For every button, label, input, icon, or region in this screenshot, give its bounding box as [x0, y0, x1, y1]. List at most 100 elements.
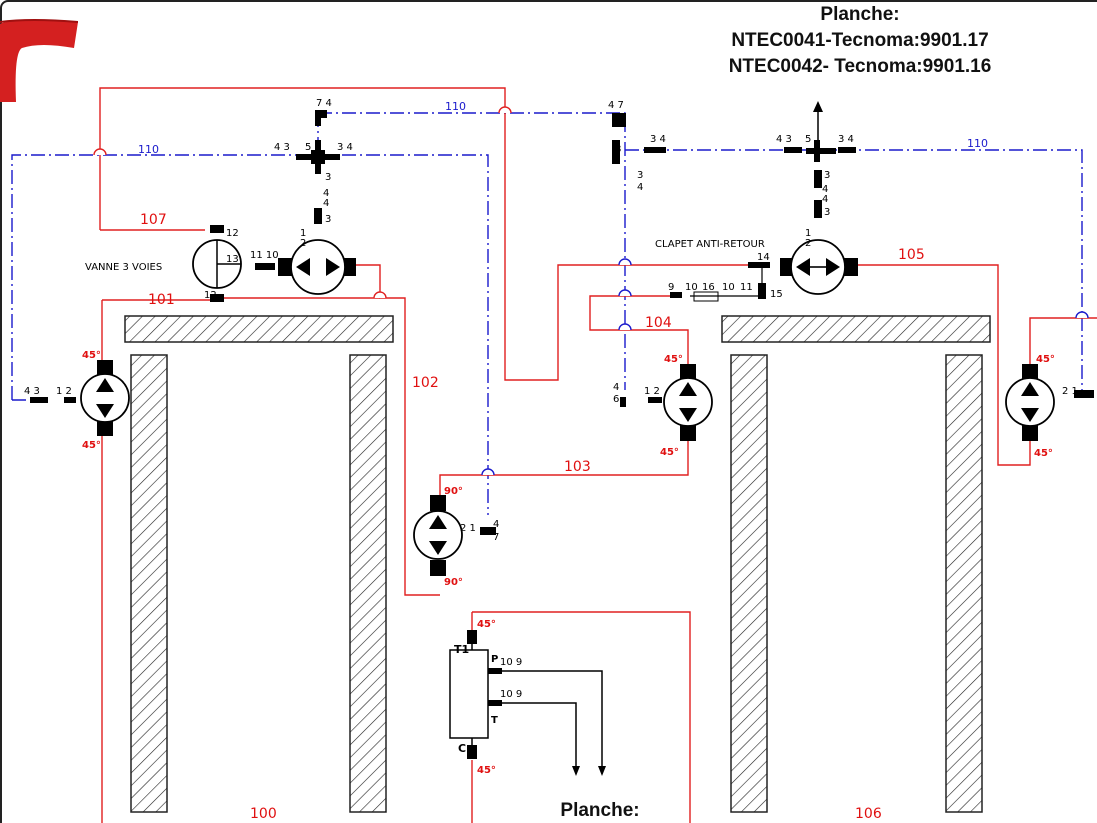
svg-text:2 1: 2 1 [460, 523, 476, 534]
filter-block: T1 C P T [449, 638, 606, 776]
vanne-label: VANNE 3 VOIES [85, 262, 162, 273]
frame-beam-left [124, 315, 394, 343]
pipe-110-right: 110 [967, 137, 988, 150]
motor-left [80, 373, 130, 423]
svg-text:1: 1 [300, 228, 306, 239]
svg-text:4: 4 [323, 198, 329, 209]
fittings [30, 110, 1094, 759]
pipe-104: 104 [645, 315, 672, 331]
outlet-arrow [813, 101, 823, 140]
pipe-110-left: 110 [138, 143, 159, 156]
motor-far-right [1005, 377, 1055, 427]
svg-text:5: 5 [805, 134, 811, 145]
svg-text:45°: 45° [477, 765, 496, 776]
frame-leg-left-1 [130, 354, 168, 813]
svg-text:45°: 45° [664, 354, 683, 365]
pipe-100: 100 [250, 806, 277, 822]
svg-text:2 1: 2 1 [1062, 386, 1078, 397]
title-line-2: NTEC0041-Tecnoma:9901.17 [731, 30, 989, 51]
pipe-105: 105 [898, 247, 925, 263]
svg-text:45°: 45° [82, 440, 101, 451]
svg-text:4 7: 4 7 [608, 100, 624, 111]
return-lines [99, 87, 1097, 823]
motor-mid-right [663, 377, 713, 427]
svg-text:7: 7 [493, 532, 499, 543]
svg-text:10: 10 [722, 282, 735, 293]
svg-text:4: 4 [613, 382, 619, 393]
svg-text:10 9: 10 9 [500, 657, 522, 668]
bottom-title: Planche: [560, 800, 640, 821]
svg-text:45°: 45° [477, 619, 496, 630]
svg-text:3 4: 3 4 [337, 142, 353, 153]
three-way-valve: 12 13 12 [192, 228, 242, 301]
pressure-lines [11, 112, 1083, 515]
svg-text:2: 2 [805, 238, 811, 249]
svg-text:12: 12 [226, 228, 239, 239]
svg-text:4 3: 4 3 [24, 386, 40, 397]
svg-text:45°: 45° [1036, 354, 1055, 365]
check-valve [690, 268, 763, 302]
title-line-3: NTEC0042- Tecnoma:9901.16 [728, 56, 992, 77]
svg-text:3 4: 3 4 [838, 134, 854, 145]
logo [0, 18, 79, 102]
svg-text:3: 3 [325, 214, 331, 225]
svg-text:90°: 90° [444, 577, 463, 588]
port-c-label: C [458, 742, 466, 755]
svg-text:4: 4 [323, 188, 329, 199]
svg-text:9: 9 [668, 282, 674, 293]
svg-text:4: 4 [493, 519, 499, 530]
svg-text:1: 1 [805, 228, 811, 239]
pipe-101: 101 [148, 292, 175, 308]
svg-text:3: 3 [325, 172, 331, 183]
svg-text:45°: 45° [1034, 448, 1053, 459]
svg-text:11: 11 [740, 282, 753, 293]
motor-center [413, 510, 463, 560]
frame-leg-left-2 [349, 354, 387, 813]
svg-text:4 3: 4 3 [274, 142, 290, 153]
svg-text:16: 16 [702, 282, 715, 293]
svg-text:4: 4 [822, 194, 828, 205]
pipe-106: 106 [855, 806, 882, 822]
svg-text:4: 4 [822, 184, 828, 195]
angle-labels: 45° 45° 90° 90° 45° 45° 45° 45° 45° 45° [82, 350, 1055, 776]
svg-text:7 4: 7 4 [316, 98, 332, 109]
svg-text:8: 8 [615, 144, 621, 155]
frame-beam-right [721, 315, 991, 343]
svg-text:2: 2 [300, 238, 306, 249]
svg-text:90°: 90° [444, 486, 463, 497]
pipe-110-mid: 110 [445, 100, 466, 113]
svg-text:3 4: 3 4 [650, 134, 666, 145]
svg-text:1 2: 1 2 [644, 386, 660, 397]
clapet-label: CLAPET ANTI-RETOUR [655, 239, 765, 250]
svg-text:3: 3 [824, 170, 830, 181]
svg-text:4 3: 4 3 [776, 134, 792, 145]
svg-text:10 9: 10 9 [500, 689, 522, 700]
title-line-1: Planche: [820, 4, 900, 25]
svg-text:14: 14 [757, 252, 770, 263]
svg-text:1 2: 1 2 [56, 386, 72, 397]
pipe-103: 103 [564, 459, 591, 475]
svg-text:3: 3 [637, 170, 643, 181]
svg-text:3: 3 [824, 207, 830, 218]
pipe-102: 102 [412, 375, 439, 391]
pump-top-left [290, 239, 346, 295]
frame-leg-right-1 [730, 354, 768, 813]
svg-text:13: 13 [226, 254, 239, 265]
frame-leg-right-2 [945, 354, 983, 813]
port-p-label: P [491, 654, 498, 665]
svg-text:12: 12 [204, 290, 217, 301]
svg-text:4: 4 [637, 182, 643, 193]
line-crossovers [93, 106, 1089, 476]
svg-text:10: 10 [685, 282, 698, 293]
svg-text:6: 6 [613, 394, 619, 405]
svg-text:11 10: 11 10 [250, 250, 279, 261]
pump-top-right [790, 239, 846, 295]
svg-text:5: 5 [305, 142, 311, 153]
port-t-label: T [491, 715, 498, 726]
pipe-107: 107 [140, 212, 167, 228]
port-t1-label: T1 [454, 643, 469, 656]
svg-text:15: 15 [770, 289, 783, 300]
